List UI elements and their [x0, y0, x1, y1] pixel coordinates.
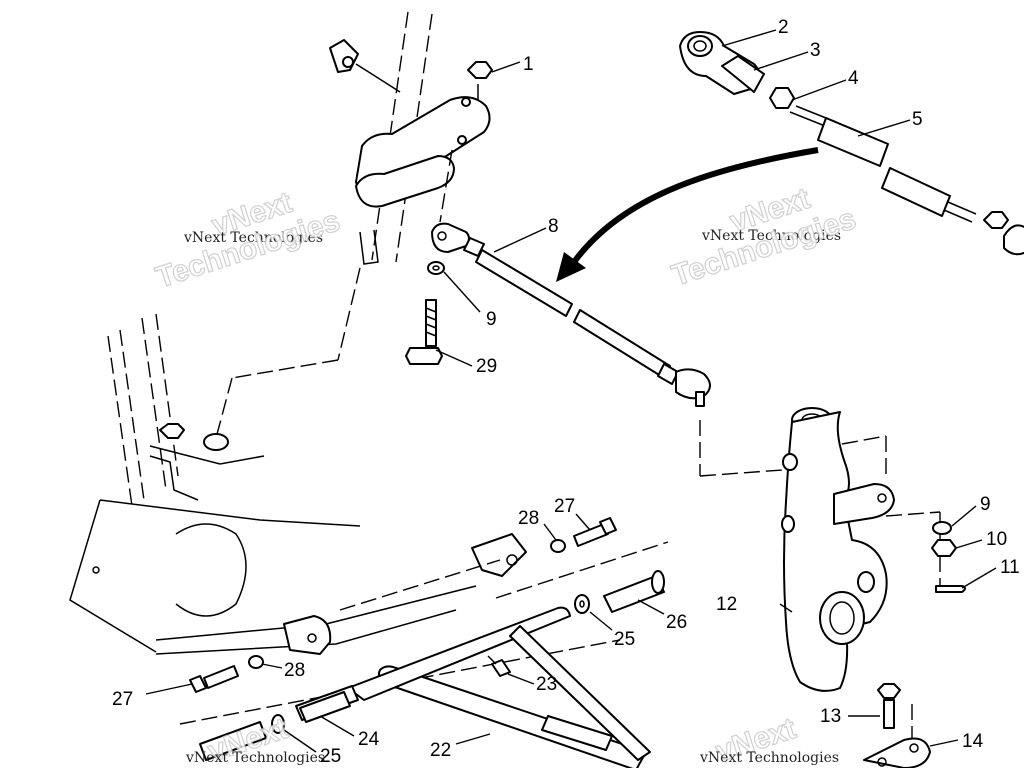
washer-25-upper [574, 594, 590, 614]
rod-end-boot-3 [721, 55, 765, 93]
tie-rod-tube-5 [789, 105, 1024, 256]
watermark-company: vNext Technologies [185, 750, 325, 766]
callout-10: 10 [986, 529, 1007, 550]
callout-29: 29 [476, 356, 497, 377]
nut-part-1 [467, 61, 493, 100]
plate-14 [863, 737, 931, 768]
bolt-13 [877, 683, 913, 758]
spindle-12 [781, 407, 941, 692]
callout-27-lower: 27 [112, 689, 133, 710]
steering-post [215, 11, 491, 439]
watermark-company: vNext Technologies [701, 228, 841, 244]
watermark-company: vNext Technologies [699, 750, 839, 766]
callout-9-tierod: 9 [486, 309, 497, 330]
bolt-29 [405, 299, 443, 365]
a-arm-22 [199, 606, 651, 768]
callout-28-lower: 28 [284, 660, 305, 681]
washer-9 [427, 261, 445, 275]
callout-2: 2 [778, 17, 789, 38]
washer-28-lower [248, 655, 264, 669]
callout-25-upper: 25 [614, 629, 635, 650]
watermark-bottom-right: vNext vNext Technologies [699, 711, 839, 768]
watermark-company: vNext Technologies [183, 230, 323, 246]
pivot-pin-26 [603, 570, 665, 613]
bolt-27-lower [189, 665, 239, 693]
callout-26: 26 [666, 612, 687, 633]
callout-14: 14 [962, 731, 984, 752]
callout-24: 24 [358, 729, 380, 750]
washer-25-lower [271, 714, 285, 734]
callout-labels: 1 2 3 4 5 8 9 29 9 10 11 12 13 14 27 28 … [112, 17, 1020, 767]
cotter-pin-11 [935, 585, 966, 593]
callout-8: 8 [548, 216, 559, 237]
direction-arrow [556, 147, 819, 282]
watermark-left: vNext vNext Technologies Technologies [151, 185, 344, 295]
watermark-bottom-left: vNext vNext Technologies [185, 711, 325, 768]
bolt-27-upper [573, 517, 617, 547]
callout-23: 23 [536, 674, 557, 695]
washer-28-upper [550, 539, 566, 553]
callout-13: 13 [820, 706, 841, 727]
grease-fitting-23 [487, 655, 511, 677]
castle-nut-10 [931, 539, 957, 557]
callout-1: 1 [523, 54, 534, 75]
tie-rod-8 [431, 222, 783, 477]
callout-3: 3 [810, 40, 821, 61]
callout-25-lower: 25 [320, 746, 341, 767]
callout-11: 11 [1000, 557, 1020, 578]
callout-27-upper: 27 [554, 496, 575, 517]
frame [69, 313, 669, 725]
callout-9-spindle: 9 [980, 494, 991, 515]
callout-4: 4 [848, 68, 859, 89]
callout-28-upper: 28 [518, 508, 539, 529]
watermark-right: vNext vNext Technologies Technologies [667, 181, 860, 293]
washer-9-spindle [932, 521, 952, 535]
callout-12: 12 [716, 594, 737, 615]
bushing-24 [299, 691, 351, 723]
leader-lines [145, 29, 997, 753]
callout-5: 5 [912, 109, 923, 130]
callout-22: 22 [430, 740, 451, 761]
jam-nut-4 [769, 87, 795, 109]
